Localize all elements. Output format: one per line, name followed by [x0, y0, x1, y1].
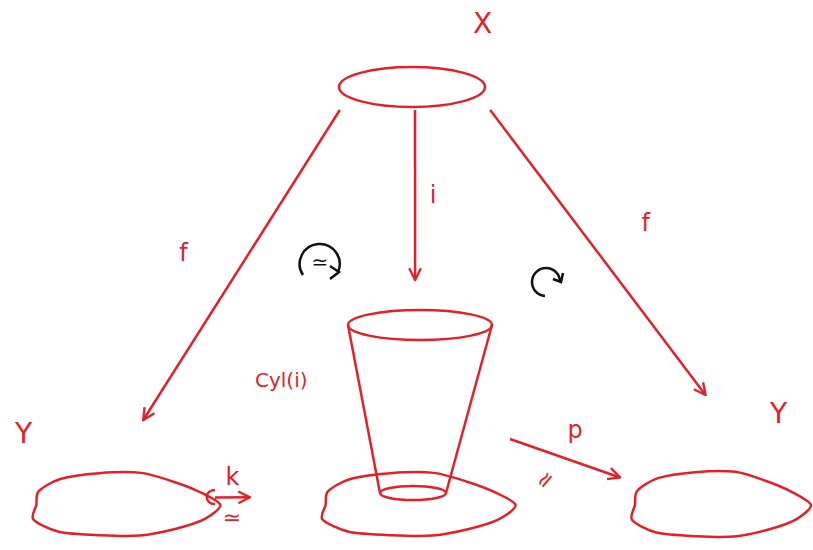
commute-arrowhead — [553, 273, 563, 282]
outline-stroke — [32, 472, 220, 536]
space-name: Y — [15, 420, 32, 448]
outline-stroke — [322, 472, 516, 536]
map-arrow — [510, 439, 620, 478]
map-arrow — [490, 110, 705, 395]
map-label: f — [177, 241, 189, 265]
map-arrow — [215, 496, 250, 499]
equivalence-mark: ≃ — [529, 464, 560, 495]
outline-stroke — [380, 486, 446, 500]
map-label: i — [428, 183, 439, 207]
mapping-cylinder: Cyl(i) — [250, 280, 510, 545]
space-name: Cyl(i) — [255, 370, 308, 390]
commute-symbol — [532, 268, 560, 296]
node-outline — [10, 420, 215, 545]
outline-stroke — [348, 310, 492, 340]
homotopy-arrowhead — [330, 266, 339, 279]
node-outline — [335, 10, 495, 110]
node-outline — [250, 280, 510, 545]
map-label: f — [640, 211, 652, 235]
space-x: X — [335, 10, 495, 110]
map-label: p — [565, 418, 584, 442]
outline-stroke — [348, 325, 380, 493]
outline-stroke — [631, 471, 811, 537]
homotopy-circle — [300, 244, 340, 275]
outline-stroke — [339, 67, 485, 107]
equivalence-mark: ≃ — [310, 252, 331, 272]
map-label: k — [224, 465, 242, 489]
map-arrow — [143, 110, 340, 420]
space-name: X — [473, 10, 492, 38]
space-y: Y — [620, 395, 810, 545]
map-arrow — [414, 110, 417, 280]
space-y: Y — [10, 420, 215, 545]
space-name: Y — [770, 400, 787, 428]
outline-stroke — [446, 325, 492, 493]
equivalence-mark: ≃ — [221, 507, 243, 529]
